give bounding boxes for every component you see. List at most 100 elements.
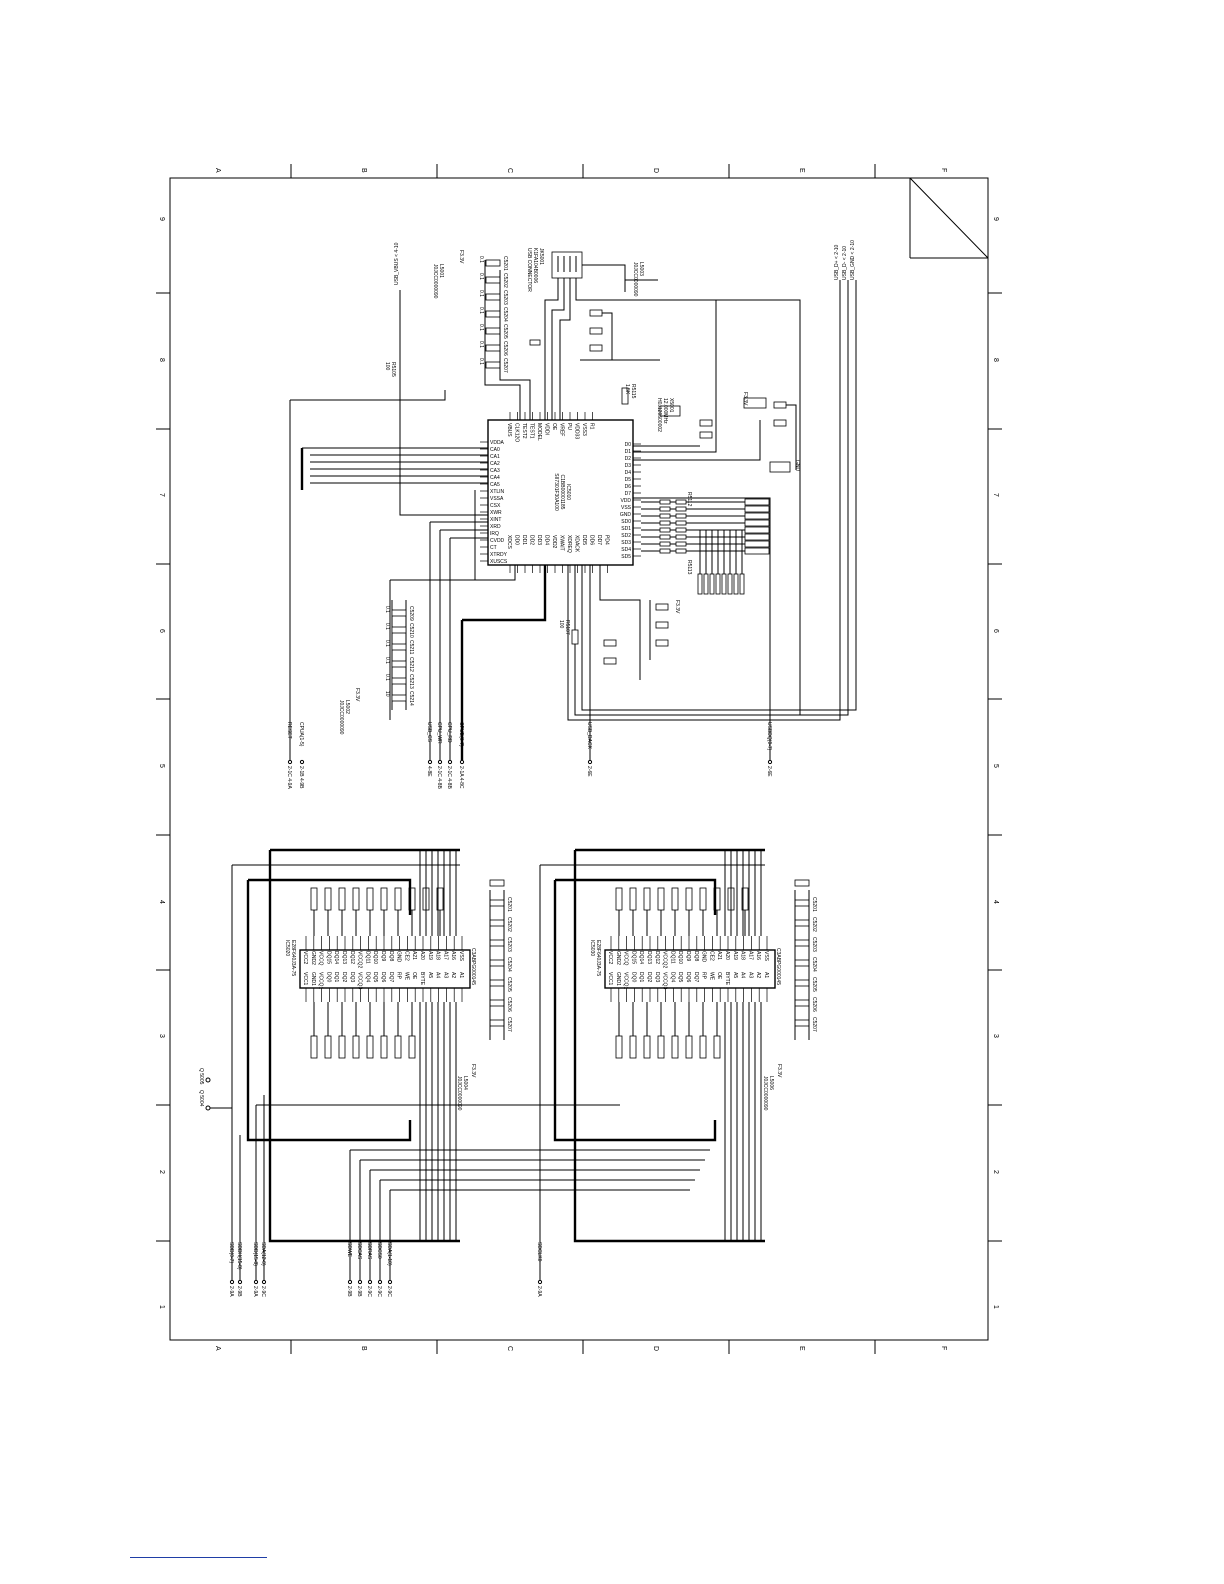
flash-upper-pin-label: DQ14 bbox=[333, 951, 339, 964]
usb-right-pin-label: SD3 bbox=[621, 540, 631, 546]
test-point-q5004 bbox=[205, 1105, 211, 1111]
bottom-mid-port-terminal bbox=[367, 1279, 373, 1285]
flash-lower-pin-label: A3 bbox=[747, 972, 753, 978]
zone-row-8-left: 8 bbox=[158, 358, 165, 362]
resistor-array-element bbox=[733, 573, 739, 595]
mid-port-ref-group: 2-6E bbox=[586, 766, 592, 777]
flash-lower-pin-label-group: A3 bbox=[442, 972, 448, 978]
capacitor-c5212 bbox=[589, 309, 603, 317]
flash-capacitor-ref: C5207 bbox=[506, 1017, 512, 1032]
f3v3-b: F3.3V bbox=[354, 688, 360, 702]
usb-right-pin-label: D3 bbox=[625, 463, 632, 469]
bottom-mid-port-signal-group: SDA(1-10) bbox=[386, 1242, 392, 1266]
capacitor-value: 0.1 bbox=[478, 290, 484, 297]
usb-connector-ref: JK5001 bbox=[538, 248, 544, 265]
flash-lower-pin-label: A2 bbox=[755, 972, 761, 978]
capacitor-value: 0.1 bbox=[384, 657, 390, 664]
flash-type: E28F640J3A-75 bbox=[290, 940, 296, 976]
flash-lower-pin-label: DQ3 bbox=[349, 972, 355, 983]
zone-row-label: 6 bbox=[158, 629, 165, 633]
flash-lower-pin-label: A1 bbox=[763, 972, 769, 978]
flash-chip bbox=[604, 949, 776, 989]
flash-upper-pin-label: CE2 bbox=[708, 951, 714, 961]
usb-left-pin-label: IRQ bbox=[490, 531, 499, 537]
zone-ticks bbox=[156, 164, 1002, 1354]
usb-bottom-pin-label: XDCS bbox=[506, 535, 512, 550]
flash-lower-pin-label: DQ7 bbox=[388, 972, 394, 983]
flash-part-group: C3ABPG000145 bbox=[470, 948, 476, 985]
flash-ref: IC5020 bbox=[284, 940, 290, 956]
flash-upper-pin-label-group: VSS bbox=[763, 951, 769, 962]
capacitor-ref-group: C5210 bbox=[408, 623, 414, 638]
capacitor-c5217 bbox=[773, 401, 787, 409]
flash-capacitor bbox=[489, 1019, 505, 1027]
capacitor-c5213 bbox=[589, 327, 603, 335]
zone-row-5-right: 5 bbox=[992, 764, 999, 768]
usb-top-pin-label: CLK12O bbox=[514, 423, 520, 442]
flash-lower-pin-label: A1 bbox=[458, 972, 464, 978]
flash-upper-pin-label: VCCQ bbox=[623, 951, 629, 966]
flash-capacitor-ref-group: C5205 bbox=[811, 977, 817, 992]
usb-top-pin-label: PU bbox=[566, 423, 572, 430]
flash-lower-pin-label: VCC1 bbox=[607, 972, 613, 986]
capacitor-c5216 bbox=[773, 419, 787, 427]
zone-row-label: 7 bbox=[158, 493, 165, 497]
flash-upper-pin-label: GND bbox=[701, 951, 707, 963]
flash-lower-pin-label: DQ0 bbox=[325, 972, 331, 983]
flash-upper-pin-label-group: GND bbox=[396, 951, 402, 963]
usb-bottom-pin-label-group: DD5 bbox=[581, 535, 587, 545]
flash-lower-pin-label: DQ3 bbox=[654, 972, 660, 983]
flash-lower-pin-label: DQ4 bbox=[364, 972, 370, 983]
flash-upper-pin-label: DQ13 bbox=[646, 951, 652, 964]
rnet-port bbox=[744, 498, 770, 506]
flash-lower-pin-label-group: DQ3 bbox=[349, 972, 355, 983]
flash-upper-pin-label-group: DQ8 bbox=[388, 951, 394, 962]
usb-bottom-pin-label: XWAIT bbox=[559, 535, 565, 551]
usb-right-pin-label: SD4 bbox=[621, 547, 631, 553]
bottom-left-port-ref-group: 2-9C bbox=[260, 1286, 266, 1297]
zone-row-5-left: 5 bbox=[158, 764, 165, 768]
flash-upper-pin-label: VCC2 bbox=[607, 951, 613, 965]
usb-left-pin-label: XTRDY bbox=[490, 552, 508, 558]
zone-row-label: 8 bbox=[992, 358, 999, 362]
resistor-array-element bbox=[675, 499, 687, 505]
capacitor-c5209 bbox=[655, 603, 669, 611]
capacitor-ref: C5201 bbox=[502, 256, 508, 271]
filter-l5005 bbox=[743, 397, 767, 409]
flash-net-flag bbox=[338, 1035, 346, 1059]
bottom-left-port-ref-group: 2-9A bbox=[228, 1286, 234, 1297]
flash-part-group: C3ABPG000145 bbox=[775, 948, 781, 985]
flash-capacitor-ref: C5205 bbox=[506, 977, 512, 992]
flash-lower-pin-label: DQ4 bbox=[669, 972, 675, 983]
usb-bottom-pin-label-group: DD1 bbox=[521, 535, 527, 545]
rnet-port bbox=[744, 547, 770, 555]
bottom-left-port-signal-group: SDA(12-0) bbox=[260, 1242, 266, 1266]
usb-top-pin-label-group: R1 bbox=[589, 423, 595, 430]
capacitor-ref: C5209 bbox=[408, 606, 414, 621]
bottom-left-port-signal-group: SDD(0-7) bbox=[228, 1242, 234, 1263]
capacitor-ref-group: C5201 bbox=[502, 256, 508, 271]
flash-lower-pin-label-group: A5 bbox=[732, 972, 738, 978]
capacitor-ref: C5202 bbox=[502, 273, 508, 288]
flash-lower-pin-label: DQ5 bbox=[677, 972, 683, 983]
zone-col-A-bottom: A bbox=[214, 1346, 221, 1351]
sheet-frame bbox=[169, 177, 989, 1341]
zone-col-B-top: B bbox=[360, 168, 367, 173]
zone-row-label: 2 bbox=[158, 1170, 165, 1174]
flash-lower-pin-label-group: DQ6 bbox=[380, 972, 386, 983]
tp2-label: Q 5005 bbox=[198, 1068, 204, 1085]
flash-capacitor-ref-group: C5207 bbox=[811, 1017, 817, 1032]
flash-capacitor bbox=[794, 899, 810, 907]
zone-row-6-right: 6 bbox=[992, 629, 999, 633]
zone-col-C-top: C bbox=[506, 168, 513, 173]
capacitor-ref-group: C5206 bbox=[502, 341, 508, 356]
zone-col-E-bottom: E bbox=[798, 1346, 805, 1351]
zone-row-4-left: 4 bbox=[158, 900, 165, 904]
zone-row-7-left: 7 bbox=[158, 493, 165, 497]
gnd-label: GND bbox=[794, 460, 800, 472]
mid-port-signal-group: CPUA(1-5) bbox=[298, 722, 304, 747]
mid-port-ref-group: 2-1B 4-9B bbox=[298, 766, 304, 789]
bottom-right-port-terminal bbox=[537, 1279, 543, 1285]
capacitor-ref-group: C5203 bbox=[502, 290, 508, 305]
f3v3-b-label: F3.3V bbox=[354, 688, 360, 702]
